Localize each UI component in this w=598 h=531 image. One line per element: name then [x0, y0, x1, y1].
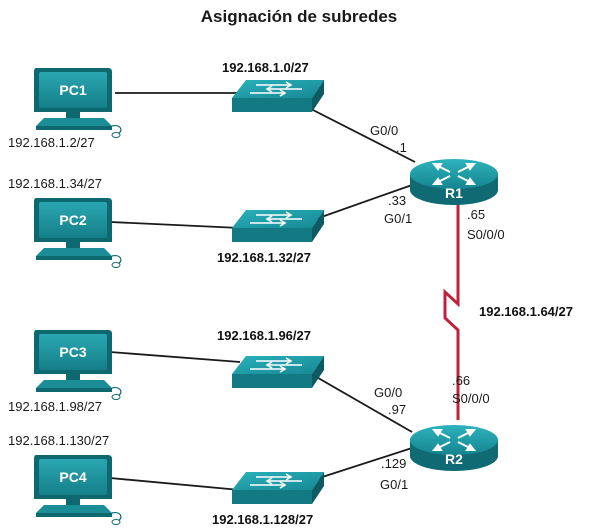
router-r2[interactable]: R2: [409, 424, 499, 472]
r2-g00-name: G0/0: [374, 385, 402, 400]
switch-1[interactable]: [231, 79, 325, 113]
cable-switch1-r1: [312, 109, 416, 163]
r1-s000-host: .65: [467, 207, 485, 222]
pc1-ip: 192.168.1.2/27: [8, 135, 95, 150]
cable-switch3-r2: [312, 374, 413, 433]
r1-g00-name: G0/0: [370, 123, 398, 138]
router-r1-label: R1: [445, 185, 463, 201]
serial-link: [443, 200, 460, 420]
r1-g01-host: .33: [388, 193, 406, 208]
lan1-network: 192.168.1.0/27: [222, 60, 309, 75]
pc1-label: PC1: [59, 82, 86, 98]
pc2-label: PC2: [59, 212, 86, 228]
r2-g01-host: .129: [381, 456, 406, 471]
ethernet-cables: [109, 92, 416, 491]
cable-pc2-switch2: [109, 221, 241, 229]
pc3[interactable]: PC3: [33, 329, 122, 401]
r2-g01-name: G0/1: [380, 477, 408, 492]
serial-network: 192.168.1.64/27: [479, 304, 573, 319]
pc4[interactable]: PC4: [33, 454, 122, 526]
pc2-ip: 192.168.1.34/27: [8, 176, 102, 191]
switch-2[interactable]: [231, 209, 325, 243]
r1-s000-name: S0/0/0: [467, 227, 505, 242]
cable-switch4-r2: [312, 447, 413, 481]
diagram-title: Asignación de subredes: [201, 7, 398, 26]
pc3-label: PC3: [59, 344, 86, 360]
switch-3[interactable]: [231, 355, 325, 389]
router-r1[interactable]: R1: [409, 158, 499, 206]
lan2-network: 192.168.1.32/27: [217, 250, 311, 265]
r2-s000-host: .66: [452, 373, 470, 388]
switch-4[interactable]: [231, 471, 325, 505]
r2-s000-name: S0/0/0: [452, 391, 490, 406]
cable-switch2-r1: [312, 184, 413, 221]
cable-pc3-switch3: [109, 351, 241, 363]
r1-g01-name: G0/1: [384, 211, 412, 226]
cable-pc4-switch4: [109, 477, 241, 491]
pc4-ip: 192.168.1.130/27: [8, 433, 109, 448]
lan4-network: 192.168.1.128/27: [212, 512, 313, 527]
pc4-label: PC4: [59, 469, 86, 485]
pc1[interactable]: PC1: [33, 67, 122, 139]
r1-g00-host: .1: [396, 140, 407, 155]
r2-g00-host: .97: [388, 402, 406, 417]
router-r2-label: R2: [445, 451, 463, 467]
pc3-ip: 192.168.1.98/27: [8, 399, 102, 414]
pc2[interactable]: PC2: [33, 197, 122, 269]
lan3-network: 192.168.1.96/27: [217, 328, 311, 343]
